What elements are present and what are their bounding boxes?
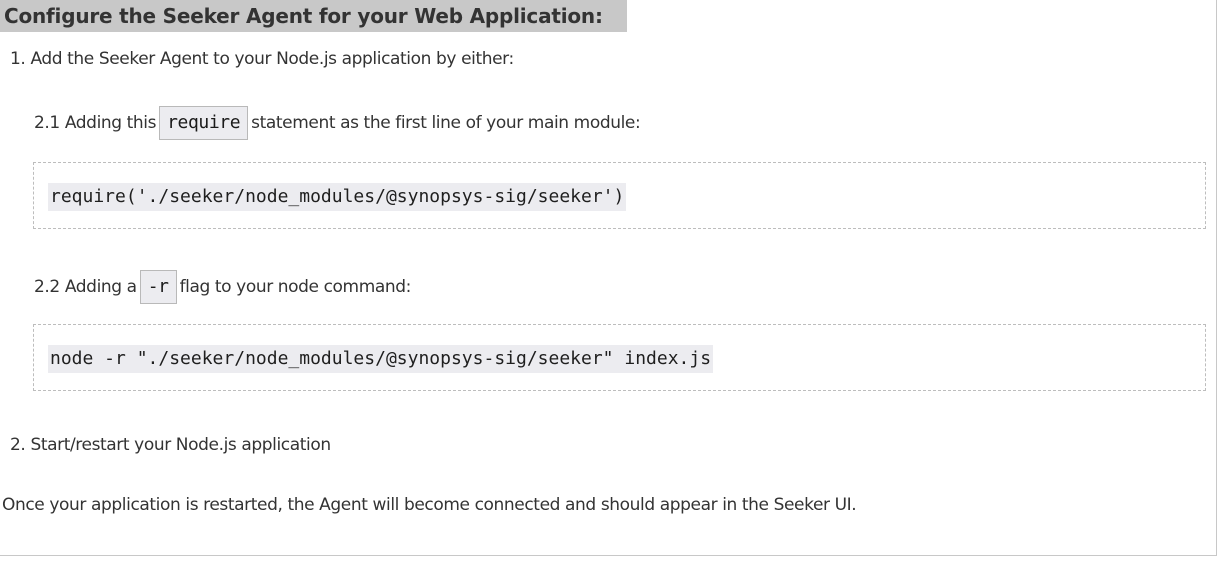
step-text: Start/restart your Node.js application — [30, 435, 331, 455]
step-text: Add the Seeker Agent to your Node.js app… — [30, 49, 514, 69]
code-block-require: require('./seeker/node_modules/@synopsys… — [33, 162, 1206, 229]
code-snippet-require[interactable]: require('./seeker/node_modules/@synopsys… — [48, 183, 627, 211]
substep-prefix: Adding a — [64, 277, 137, 297]
substep-number: 2.2 — [34, 277, 60, 297]
step-2: 2. Start/restart your Node.js applicatio… — [10, 435, 331, 455]
substep-number: 2.1 — [34, 113, 60, 133]
inline-code-require: require — [159, 106, 249, 140]
code-snippet-node-command[interactable]: node -r "./seeker/node_modules/@synopsys… — [48, 345, 714, 373]
footer-note: Once your application is restarted, the … — [2, 495, 857, 515]
inline-code-r-flag: -r — [139, 270, 177, 304]
step-1: 1. Add the Seeker Agent to your Node.js … — [10, 49, 514, 69]
code-block-node-command: node -r "./seeker/node_modules/@synopsys… — [33, 324, 1206, 391]
substep-prefix: Adding this — [64, 113, 157, 133]
step-number: 2. — [10, 435, 26, 455]
substep-suffix: statement as the first line of your main… — [251, 113, 641, 133]
page-title: Configure the Seeker Agent for your Web … — [0, 0, 627, 32]
instructions-panel: Configure the Seeker Agent for your Web … — [0, 0, 1217, 556]
substep-suffix: flag to your node command: — [179, 277, 412, 297]
step-number: 1. — [10, 49, 26, 69]
